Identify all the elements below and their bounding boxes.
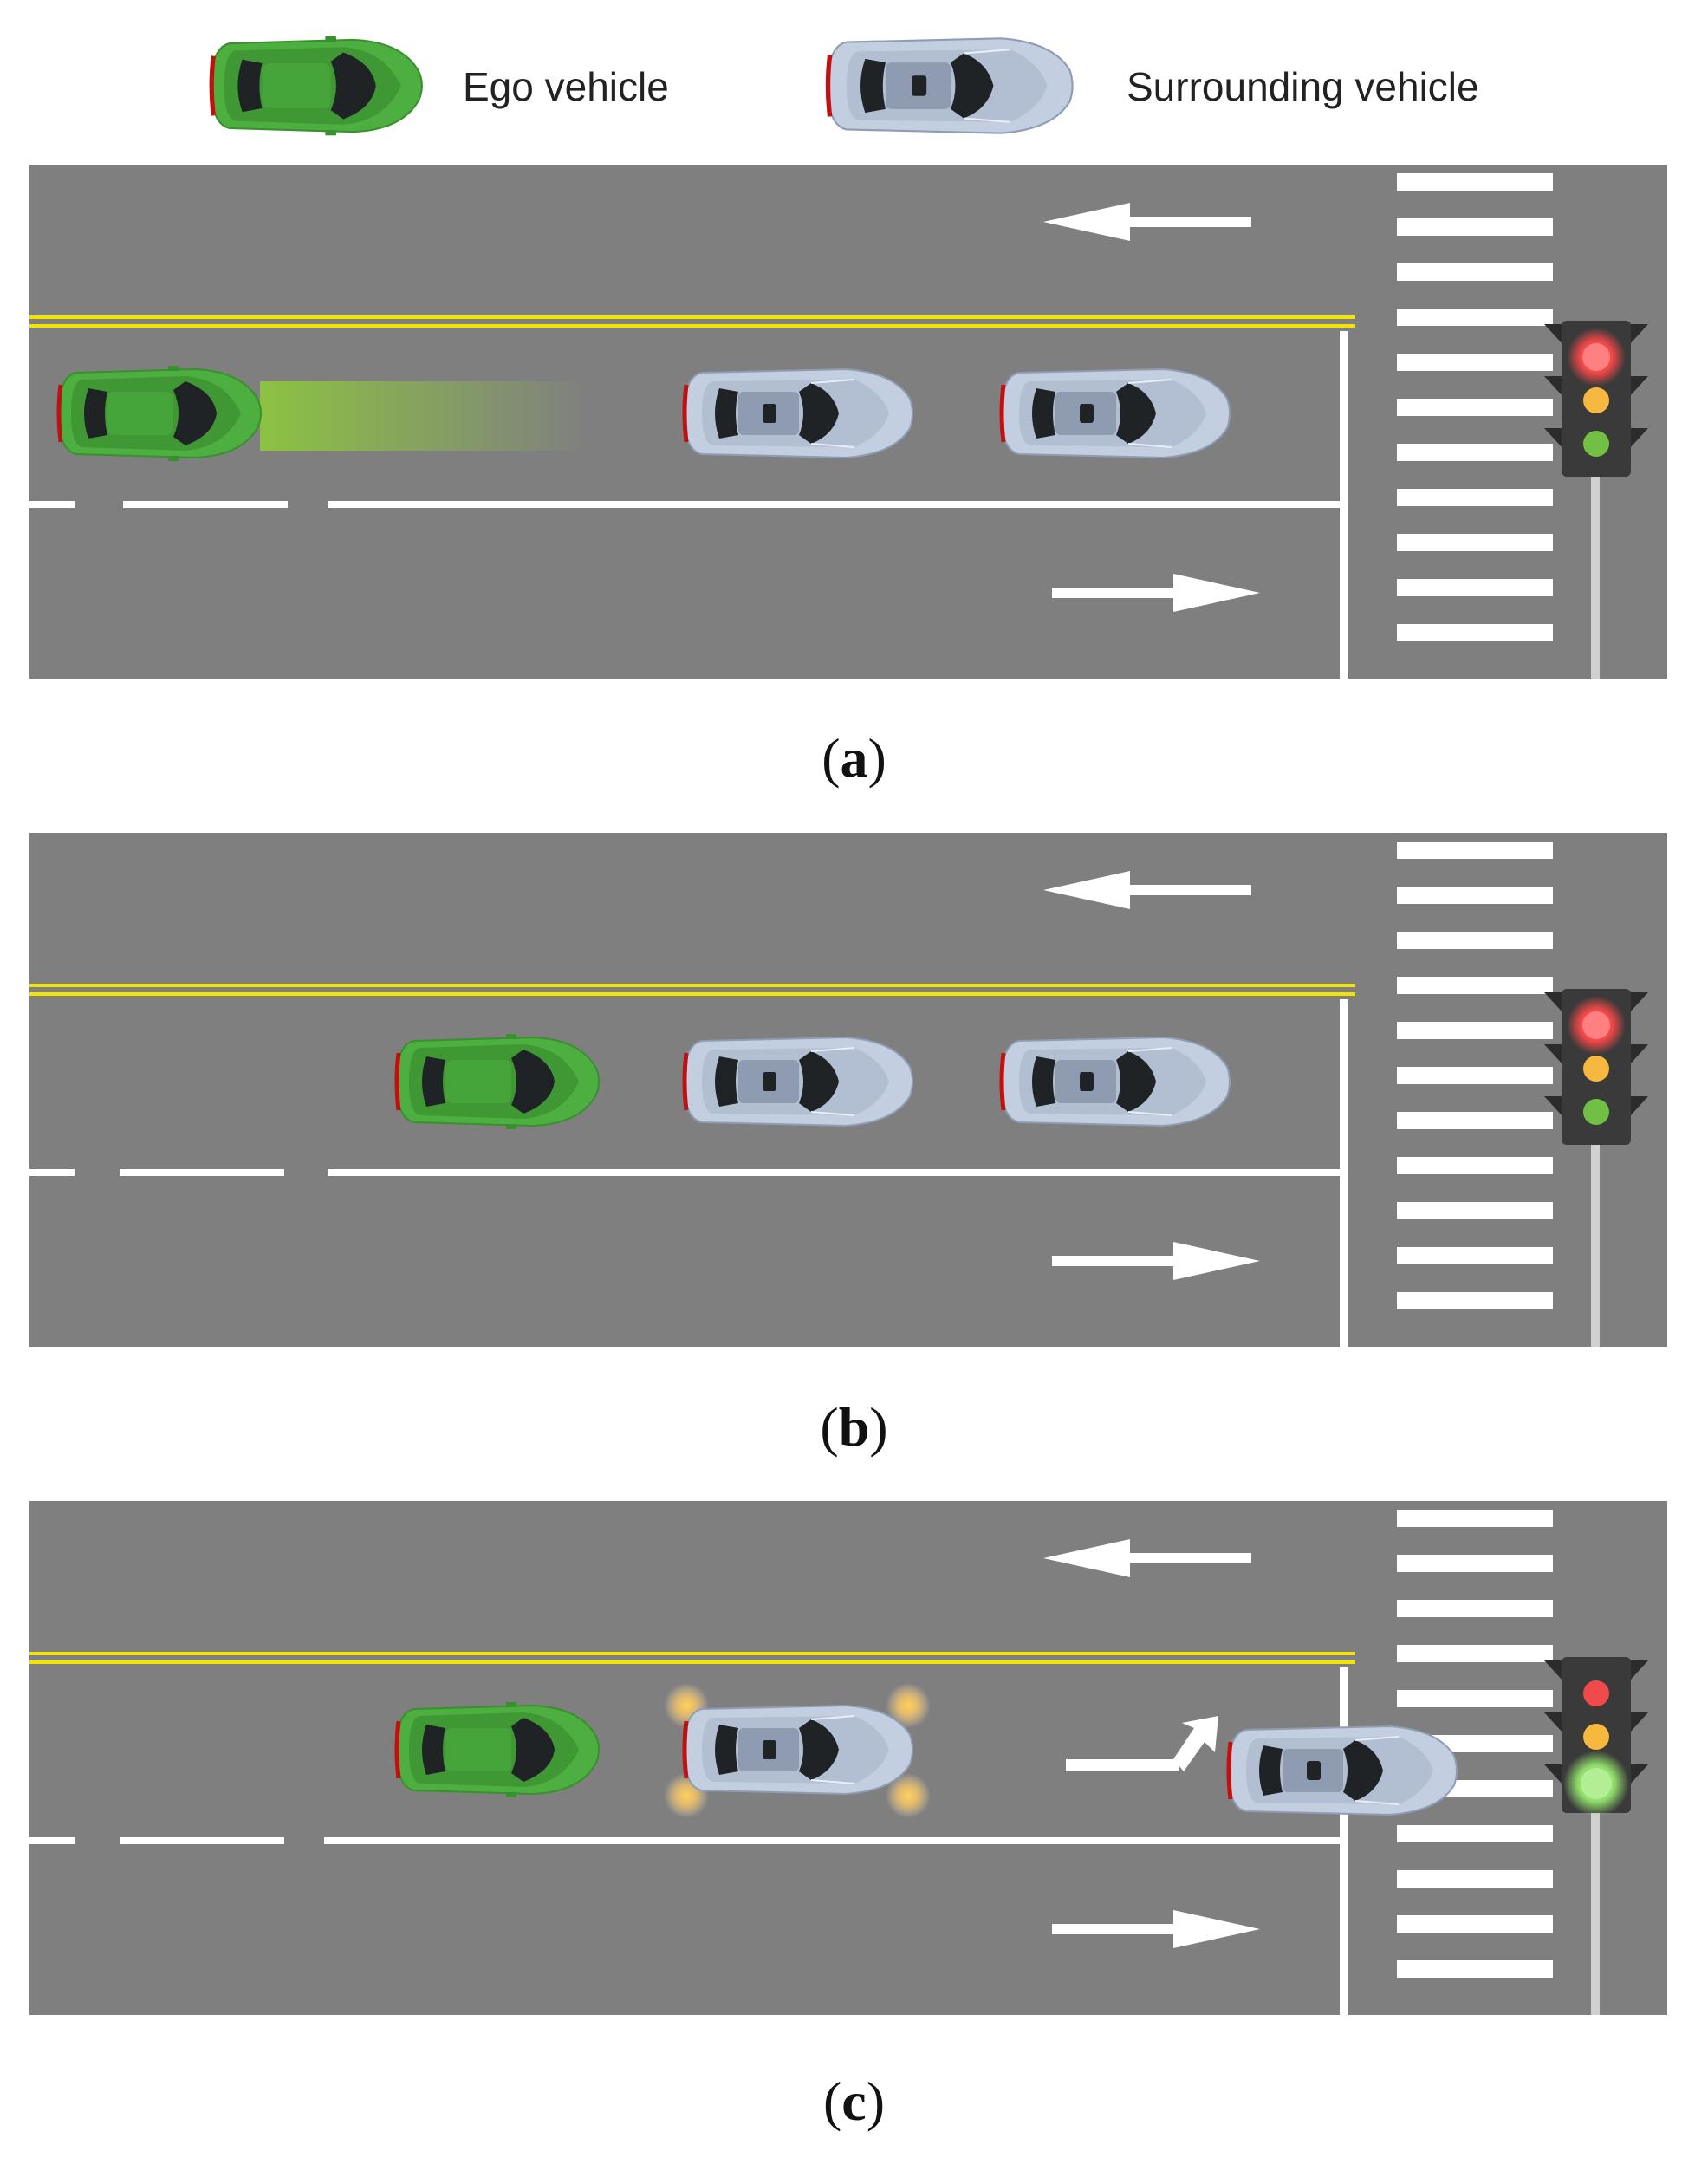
ego-vehicle-legend-label: Ego vehicle <box>463 64 669 109</box>
panel-caption-b: (b) <box>820 1396 888 1458</box>
surrounding-vehicle-icon <box>1001 1037 1230 1126</box>
ego-vehicle-icon <box>58 366 261 461</box>
crosswalk <box>1397 1510 1553 1978</box>
yellow-centerline <box>29 315 1355 319</box>
crosswalk <box>1397 842 1553 1309</box>
ego-vehicle-icon <box>396 1702 599 1797</box>
lane-divider <box>29 1169 1340 1176</box>
surrounding-vehicle-icon <box>1228 1726 1457 1815</box>
scenario-panel-c <box>29 1501 1667 2015</box>
yellow-centerline <box>29 1652 1355 1655</box>
turning-arrow-icon <box>1066 1716 1218 1771</box>
stop-line <box>1340 1667 1348 2015</box>
crosswalk <box>1397 173 1553 641</box>
scenario-panel-a <box>29 165 1667 679</box>
lane-divider <box>29 501 1340 508</box>
ego-vehicle-legend-icon <box>208 35 425 137</box>
surrounding-vehicle-icon <box>684 1706 912 1794</box>
surrounding-vehicle-icon <box>684 369 912 458</box>
panel-caption-a: (a) <box>822 727 886 789</box>
legend: Ego vehicle Surrounding vehicle <box>0 0 1708 156</box>
surrounding-vehicle-legend-label: Surrounding vehicle <box>1127 64 1479 109</box>
traffic-light-icon <box>1544 989 1648 1347</box>
stop-line <box>1340 999 1348 1347</box>
ego-vehicle-icon <box>396 1034 599 1129</box>
surrounding-vehicle-legend-icon <box>820 35 1080 137</box>
panel-caption-c: (c) <box>822 2070 886 2132</box>
traffic-light-icon <box>1544 321 1648 679</box>
surrounding-vehicle-icon <box>1001 369 1230 458</box>
yellow-centerline <box>29 984 1355 987</box>
lane-divider <box>29 1837 1340 1844</box>
scenario-panel-b <box>29 833 1667 1347</box>
surrounding-vehicle-icon <box>684 1037 912 1126</box>
traffic-light-icon <box>1544 1657 1648 2015</box>
ego-motion-trail <box>260 381 589 451</box>
stop-line <box>1340 331 1348 679</box>
